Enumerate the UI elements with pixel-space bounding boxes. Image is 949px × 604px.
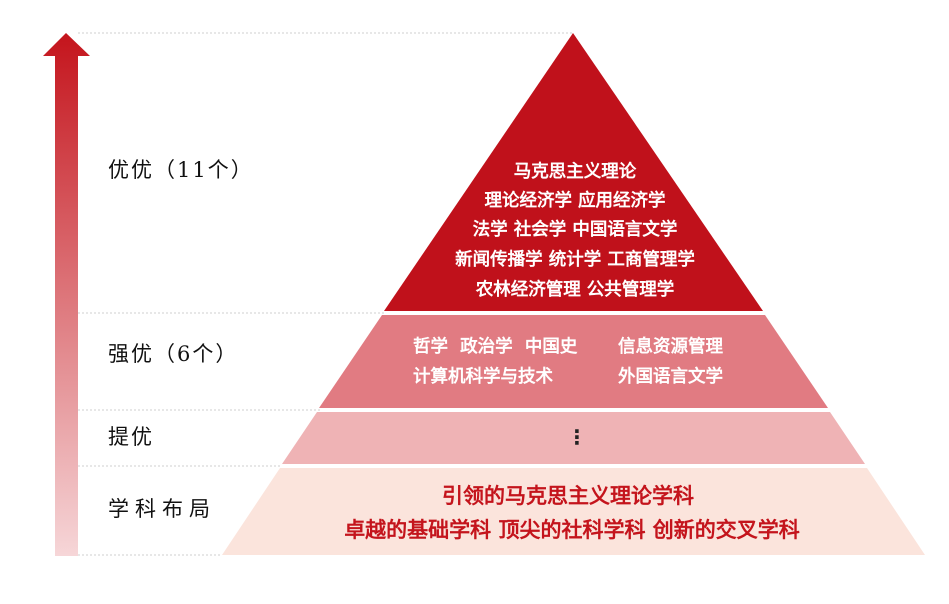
tier-1-excellent xyxy=(384,33,763,311)
tier-1-line: 法学 社会学 中国语言文学 xyxy=(472,220,678,240)
tier-2-item: 计算机科学与技术 xyxy=(413,367,553,387)
tier-4-layout xyxy=(222,468,925,555)
tier-2-item: 哲学 政治学 中国史 xyxy=(413,337,578,357)
arrow-up-icon xyxy=(43,33,90,556)
tier-1-line: 农林经济管理 公共管理学 xyxy=(475,280,675,300)
tier-1-line: 马克思主义理论 xyxy=(513,162,637,182)
tier-1-line: 新闻传播学 统计学 工商管理学 xyxy=(455,250,695,270)
ellipsis-icon: ⋮ xyxy=(567,425,587,449)
label-tier-2: 强优（6个） xyxy=(108,342,239,366)
tier-2-strong xyxy=(319,315,828,408)
tier-4-line: 卓越的基础学科 顶尖的社科学科 创新的交叉学科 xyxy=(344,518,800,542)
tier-4-line: 引领的马克思主义理论学科 xyxy=(442,484,694,508)
tier-2-item: 外国语言文学 xyxy=(618,367,723,387)
label-tier-3: 提优 xyxy=(108,425,154,449)
tier-3-improve xyxy=(282,412,865,464)
label-tier-1: 优优（11个） xyxy=(108,158,254,182)
tier-1-line: 理论经济学 应用经济学 xyxy=(484,191,666,211)
label-tier-4: 学科布局 xyxy=(108,497,216,521)
tier-2-item: 信息资源管理 xyxy=(618,337,723,357)
